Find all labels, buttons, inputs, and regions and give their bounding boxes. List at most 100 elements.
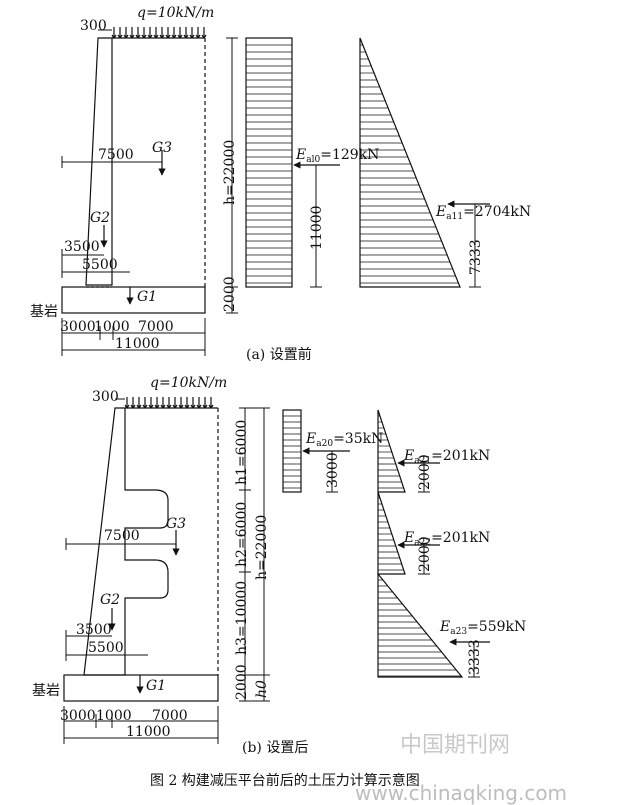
load-arrow-head bbox=[210, 404, 214, 409]
g1-a: G1 bbox=[137, 289, 157, 305]
load-label-b: q=10kN/m bbox=[150, 375, 227, 391]
pressure-rect-a bbox=[245, 37, 293, 288]
pressure-tri-a bbox=[359, 37, 461, 288]
load-label-a: q=10kN/m bbox=[137, 5, 214, 21]
load-arrow-head bbox=[131, 34, 135, 39]
caption-a: (a) 设置前 bbox=[246, 346, 312, 363]
watermark-cn: 中国期刊网 bbox=[400, 733, 510, 758]
load-arrows-b bbox=[124, 397, 214, 409]
load-arrow-head bbox=[161, 34, 165, 39]
force-21-b: Ea21=201kN bbox=[403, 448, 490, 466]
base-dim-1-a: 3000 bbox=[60, 319, 96, 335]
base-total-a: 11000 bbox=[115, 336, 160, 352]
wall-a-outline bbox=[85, 37, 113, 286]
load-arrow-head bbox=[113, 34, 117, 39]
h0-b: h0 bbox=[254, 680, 270, 698]
g3-a: G3 bbox=[152, 140, 172, 156]
dim-3500-a: 3500 bbox=[64, 239, 100, 255]
arm-22-b: 2000 bbox=[417, 536, 433, 572]
base-dim-1-b: 3000 bbox=[60, 708, 96, 724]
load-arrow-head bbox=[149, 34, 153, 39]
arm-top-a: 11000 bbox=[309, 205, 325, 250]
bedrock-a: 基岩 bbox=[30, 303, 58, 320]
pressure-tri-a-hatch bbox=[360, 44, 459, 284]
dim-7500-b: 7500 bbox=[104, 528, 140, 544]
load-arrow-head bbox=[191, 34, 195, 39]
force-20-b: Ea20=35kN bbox=[305, 431, 383, 449]
load-arrow-head bbox=[126, 404, 130, 409]
base-a bbox=[61, 286, 206, 314]
load-arrow-head bbox=[174, 404, 178, 409]
h3-b: h3=10000 bbox=[234, 581, 250, 655]
pressure-rect-a-hatch bbox=[246, 44, 292, 284]
g2-a: G2 bbox=[90, 210, 110, 226]
arm-21-b: 2000 bbox=[417, 454, 433, 490]
base-b bbox=[63, 674, 219, 702]
figure-caption: 图 2 构建减压平台前后的土压力计算示意图 bbox=[150, 772, 420, 789]
watermark-url: www.chinaqking.com bbox=[355, 781, 567, 805]
force-23-b: Ea23=559kN bbox=[439, 619, 526, 637]
load-arrow-head bbox=[179, 34, 183, 39]
panel-b bbox=[63, 397, 490, 744]
g1-b: G1 bbox=[146, 678, 166, 694]
load-arrow-head bbox=[197, 34, 201, 39]
load-arrow-head bbox=[167, 34, 171, 39]
dim-5500-b: 5500 bbox=[88, 640, 124, 656]
dim-7500-a: 7500 bbox=[98, 147, 134, 163]
wall-b-outline bbox=[83, 407, 169, 676]
load-arrow-head bbox=[203, 34, 207, 39]
top-width-a: 300 bbox=[80, 18, 107, 34]
dim-3500-b: 3500 bbox=[76, 622, 112, 638]
load-arrows-a bbox=[111, 27, 207, 39]
panel-a bbox=[61, 27, 490, 356]
base-dim-2-a: 1000 bbox=[94, 319, 130, 335]
h1-b: h1=6000 bbox=[234, 420, 250, 485]
load-arrow-head bbox=[155, 34, 159, 39]
base-height-b: 2000 bbox=[234, 664, 250, 700]
arm-20-b: 3000 bbox=[325, 452, 341, 488]
panel-b-labels: q=10kN/m 300 h1=6000 h2=6000 h3=10000 h=… bbox=[32, 375, 526, 756]
load-arrow-head bbox=[150, 404, 154, 409]
caption-b: (b) 设置后 bbox=[242, 740, 308, 756]
height-a: h=22000 bbox=[222, 140, 238, 205]
load-arrow-head bbox=[137, 34, 141, 39]
load-arrow-head bbox=[168, 404, 172, 409]
h2-b: h2=6000 bbox=[234, 502, 250, 567]
load-arrow-head bbox=[173, 34, 177, 39]
pressure-tri-b2 bbox=[377, 491, 406, 575]
load-arrow-head bbox=[192, 404, 196, 409]
base-height-a: 2000 bbox=[222, 276, 238, 312]
dim-5500-a: 5500 bbox=[82, 257, 118, 273]
arm-23-b: 3333 bbox=[467, 639, 483, 675]
load-arrow-head bbox=[156, 404, 160, 409]
load-arrow-head bbox=[119, 34, 123, 39]
g3-b: G3 bbox=[166, 516, 186, 532]
load-arrow-head bbox=[204, 404, 208, 409]
load-arrow-head bbox=[138, 404, 142, 409]
base-dim-3-b: 7000 bbox=[152, 708, 188, 724]
base-total-b: 11000 bbox=[126, 724, 171, 740]
load-arrow-head bbox=[143, 34, 147, 39]
panel-a-labels: q=10kN/m 300 h=22000 2000 7500 G3 G2 350… bbox=[30, 5, 531, 363]
load-arrow-head bbox=[185, 34, 189, 39]
bedrock-b: 基岩 bbox=[32, 682, 60, 699]
top-width-b: 300 bbox=[92, 389, 119, 405]
g2-b: G2 bbox=[100, 592, 120, 608]
load-arrow-head bbox=[186, 404, 190, 409]
height-b: h=22000 bbox=[254, 515, 270, 580]
pressure-tri-b1 bbox=[377, 409, 406, 493]
load-arrow-head bbox=[180, 404, 184, 409]
force-22-b: Ea22=201kN bbox=[403, 530, 490, 548]
load-arrow-head bbox=[132, 404, 136, 409]
base-dim-3-a: 7000 bbox=[138, 319, 174, 335]
pressure-rect-b-hatch bbox=[283, 415, 301, 489]
load-arrow-head bbox=[162, 404, 166, 409]
force-top-a: Eal0=129kN bbox=[295, 147, 379, 165]
load-arrow-head bbox=[144, 404, 148, 409]
pressure-tri-b3 bbox=[377, 572, 464, 678]
pressure-rect-b bbox=[282, 409, 302, 493]
arm-tri-a: 7333 bbox=[468, 239, 484, 275]
force-tri-a: Ea11=2704kN bbox=[435, 204, 531, 222]
pressure-tri-b-hatch bbox=[378, 415, 462, 677]
